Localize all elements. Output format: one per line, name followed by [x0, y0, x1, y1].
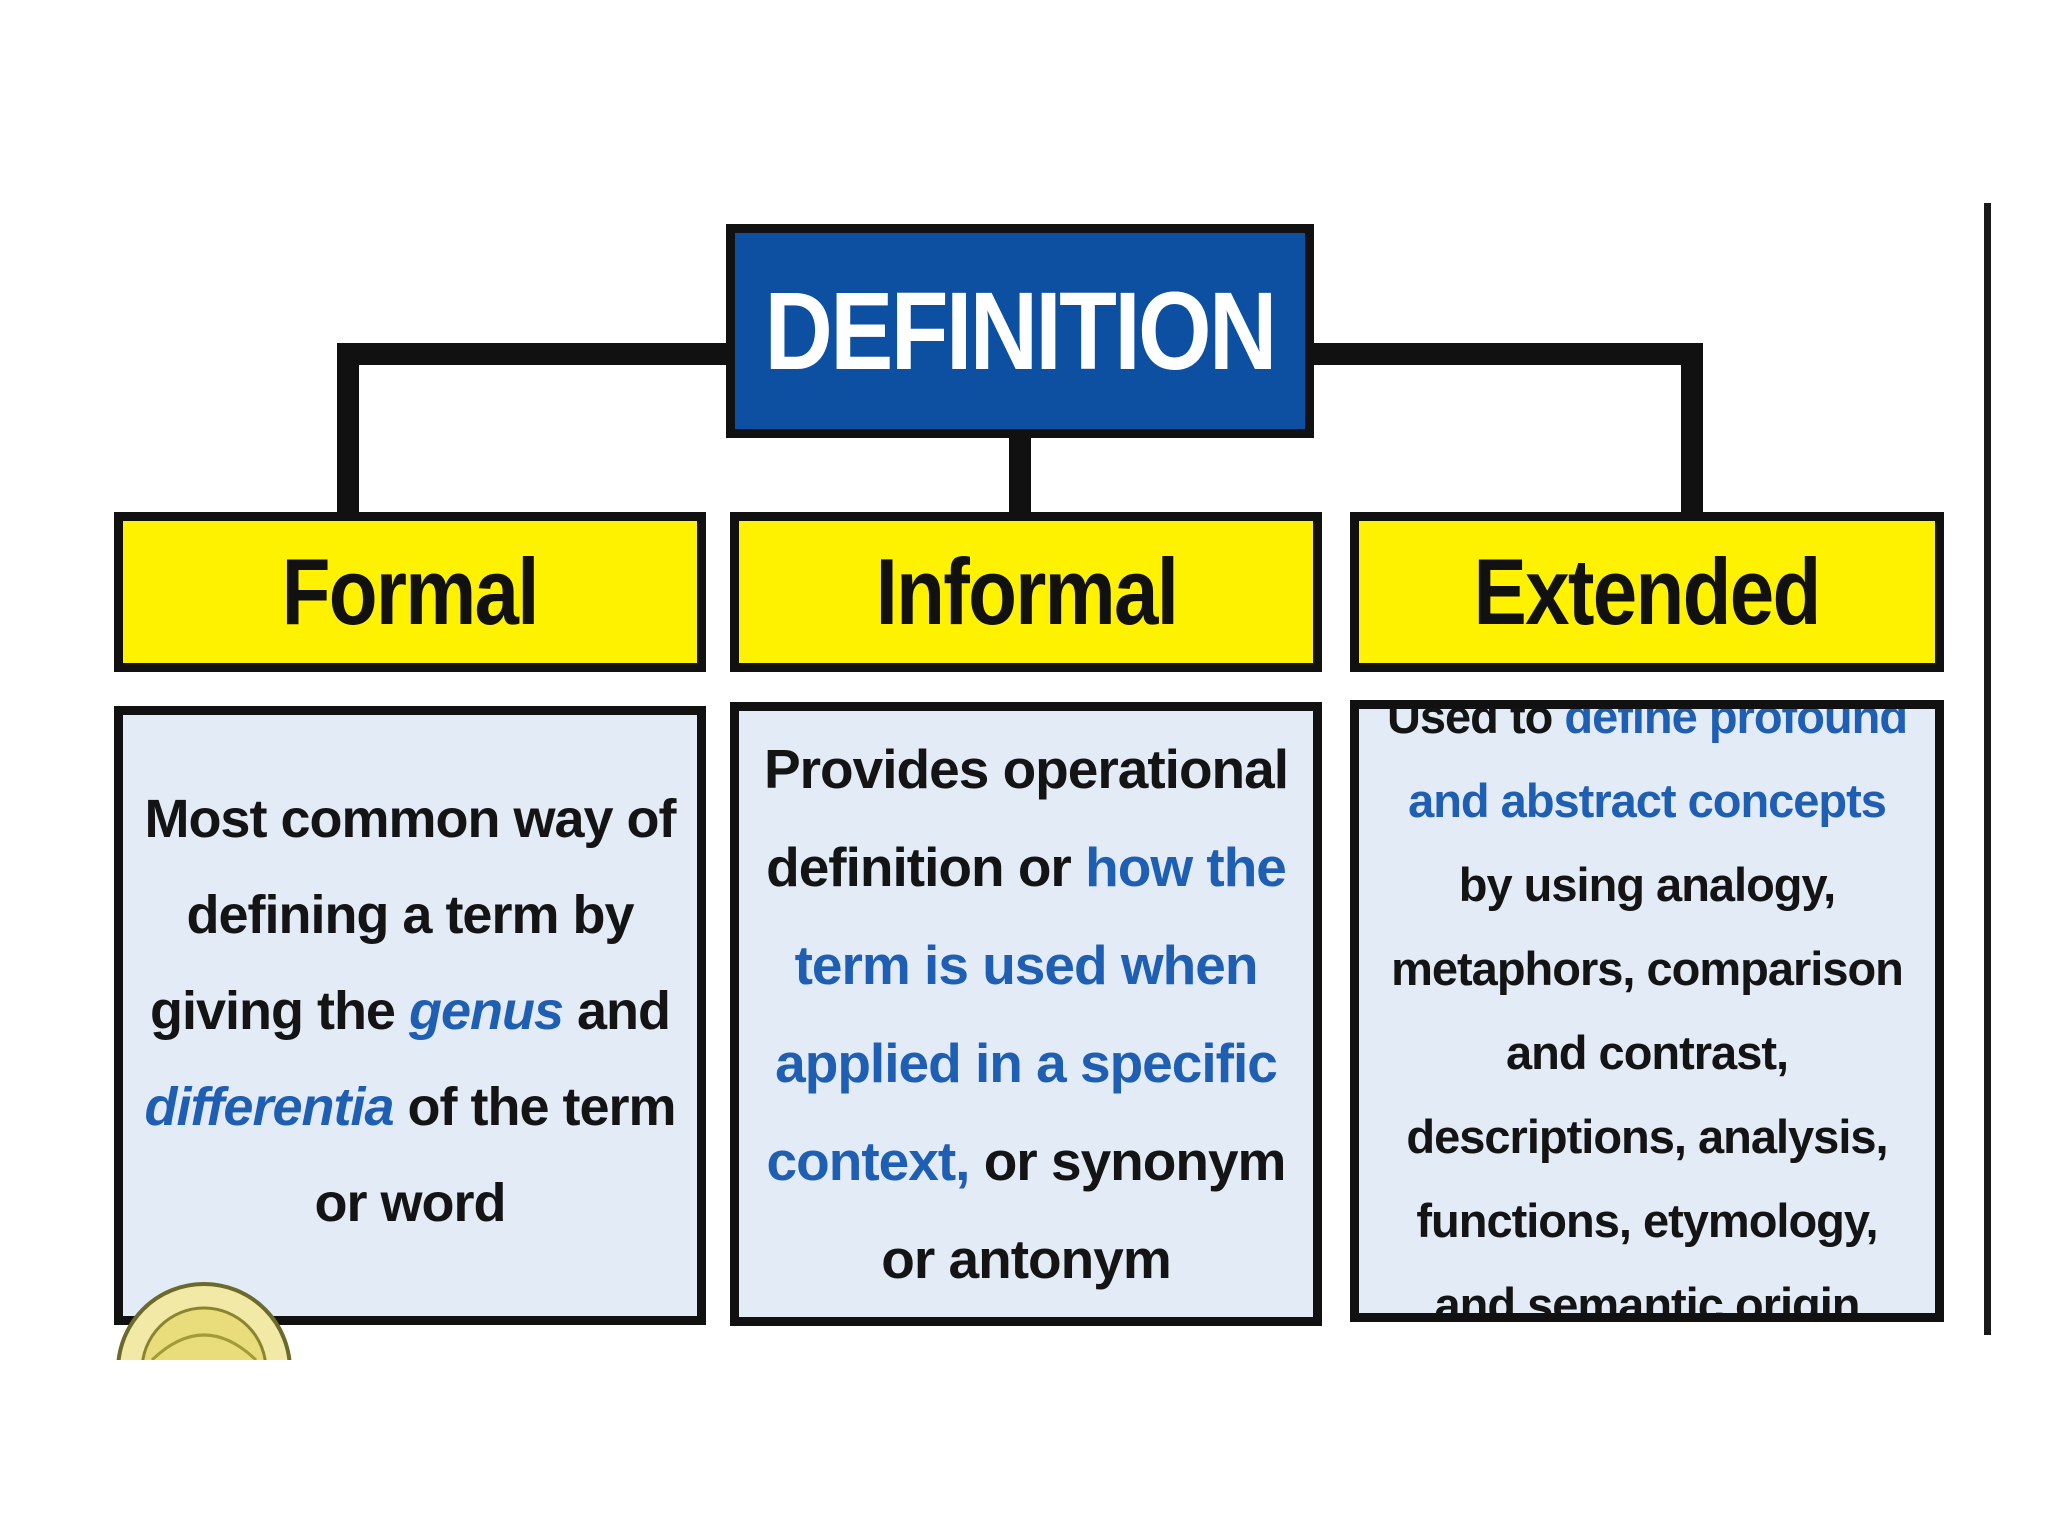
university-seal-icon: [116, 1282, 292, 1360]
connector-left: [337, 343, 730, 515]
definition-root-box: DEFINITION: [726, 224, 1314, 438]
description-text: or synonym or antonym: [881, 1130, 1286, 1290]
extended-label: Extended: [1473, 539, 1822, 644]
description-text: Most common way of defining a term by gi…: [144, 788, 676, 1041]
right-edge-bar: [1984, 203, 1991, 1335]
extended-description: Used to define profound and abstract con…: [1359, 700, 1935, 1322]
informal-label: Informal: [875, 539, 1178, 644]
formal-description-box: Most common way of defining a term by gi…: [114, 706, 706, 1325]
informal-header: Informal: [730, 512, 1322, 672]
definition-root-label: DEFINITION: [764, 269, 1278, 393]
connector-right: [1310, 343, 1703, 515]
description-text: of the term or word: [314, 1076, 677, 1233]
informal-description-box: Provides operational definition or how t…: [730, 702, 1322, 1326]
highlighted-term: define profound and abstract concepts: [1408, 700, 1908, 827]
formal-header: Formal: [114, 512, 706, 672]
description-text: by using analogy, metaphors, comparison …: [1391, 858, 1904, 1322]
extended-header: Extended: [1350, 512, 1944, 672]
informal-description: Provides operational definition or how t…: [739, 720, 1313, 1308]
description-text: and: [563, 980, 671, 1041]
formal-description: Most common way of defining a term by gi…: [123, 771, 697, 1261]
description-text: Used to: [1386, 700, 1565, 743]
highlighted-term: how the term is used when applied in a s…: [766, 836, 1287, 1192]
highlighted-term: genus: [408, 980, 564, 1041]
highlighted-term: differentia: [144, 1076, 394, 1137]
extended-description-box: Used to define profound and abstract con…: [1350, 700, 1944, 1322]
formal-label: Formal: [281, 539, 540, 644]
description-text: Provides operational definition or: [763, 738, 1289, 898]
